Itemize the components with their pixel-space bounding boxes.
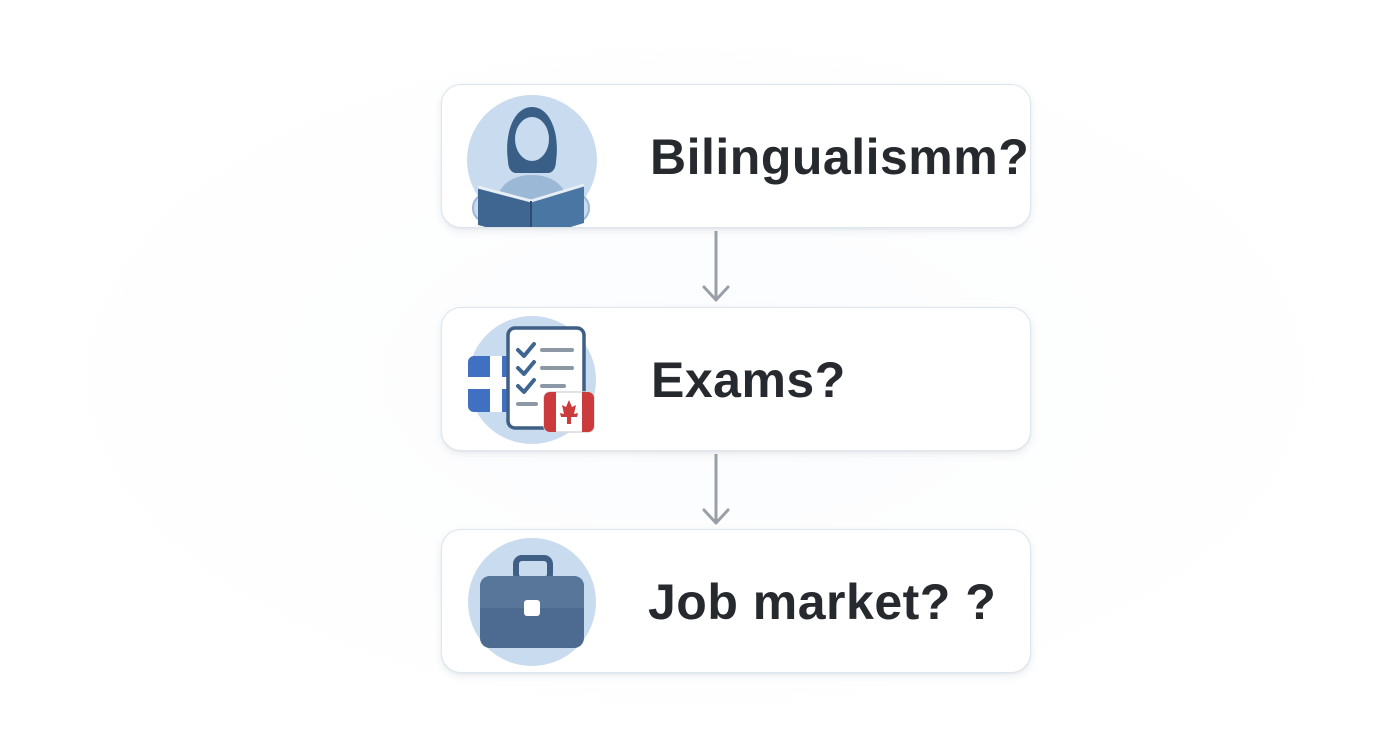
exam-checklist-with-quebec-canada-flags-icon [464, 316, 598, 450]
person-reading-book-icon [464, 93, 598, 227]
down-arrow-icon [702, 454, 730, 525]
down-arrow-icon [702, 231, 730, 302]
step-card-exams: Exams? [441, 307, 1031, 451]
step-card-bilingualism: Bilingualismm? [441, 84, 1031, 228]
step-label: Exams? [651, 352, 846, 408]
step-label: Job market? ? [648, 574, 997, 630]
step-card-job-market: Job market? ? [441, 529, 1031, 673]
step-label: Bilingualismm? [650, 129, 1030, 185]
briefcase-icon [464, 538, 598, 672]
